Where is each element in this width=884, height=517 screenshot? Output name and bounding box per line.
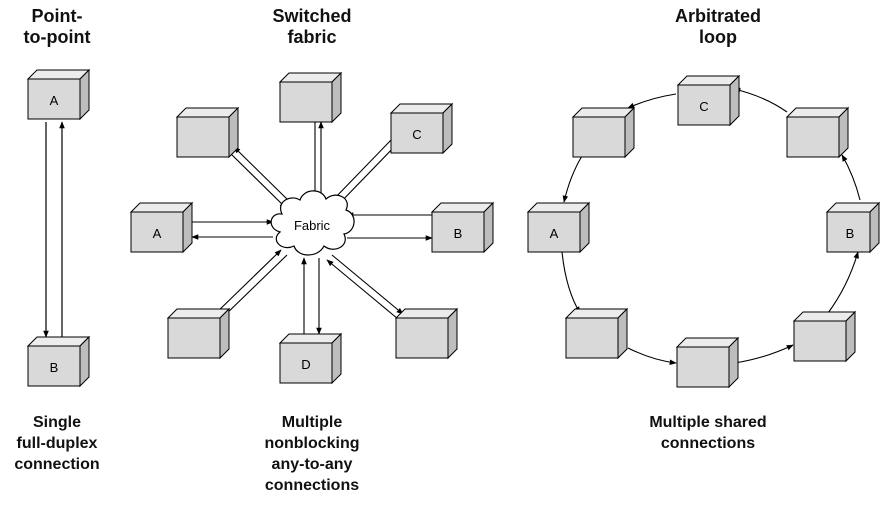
fabric-node-c: C (389, 102, 454, 155)
point-to-point-diagram: A B (26, 68, 91, 388)
loop-node-bottom-left (564, 307, 629, 360)
fabric-node-a: A (129, 201, 194, 254)
fabric-node-c-label: C (412, 127, 421, 142)
arbitrated-loop-caption: Multiple shared connections (649, 414, 767, 452)
fabric-cloud: Fabric (270, 190, 355, 256)
fabric-links (191, 121, 433, 335)
fabric-node-bottom-left (166, 307, 231, 360)
fabric-node-d-label: D (301, 357, 310, 372)
switched-fabric-caption: Multiple nonblocking any-to-any connecti… (264, 414, 360, 494)
loop-node-b-label: B (846, 226, 855, 241)
fabric-node-b-label: B (454, 226, 463, 241)
switched-fabric-diagram: Fabric C (129, 71, 495, 385)
arbitrated-loop-title: Arbitrated loop (674, 6, 762, 47)
fabric-node-top (278, 71, 343, 124)
fabric-node-d: D (278, 332, 343, 385)
loop-node-top-right (785, 106, 850, 159)
loop-node-top-left (571, 106, 636, 159)
node-a: A (26, 68, 91, 121)
loop-node-b: B (825, 201, 881, 254)
loop-node-c-label: C (699, 99, 708, 114)
node-a-label: A (50, 93, 59, 108)
loop-node-c: C (676, 74, 741, 127)
fabric-node-b: B (430, 201, 495, 254)
loop-node-bottom-right (792, 310, 857, 363)
point-to-point-title: Point- to-point (23, 6, 91, 47)
node-b-label: B (50, 360, 59, 375)
fabric-label: Fabric (294, 218, 331, 233)
node-b: B (26, 335, 91, 388)
switched-fabric-title: Switched fabric (272, 6, 352, 47)
loop-node-a-label: A (550, 226, 559, 241)
fabric-node-a-label: A (153, 226, 162, 241)
loop-node-bottom-center (675, 336, 740, 389)
arbitrated-loop-diagram: C A (526, 74, 881, 389)
fabric-node-bottom-right (394, 307, 459, 360)
loop-node-a: A (526, 201, 591, 254)
fabric-node-top-left (175, 106, 240, 159)
point-to-point-caption: Single full-duplex connection (14, 414, 100, 473)
